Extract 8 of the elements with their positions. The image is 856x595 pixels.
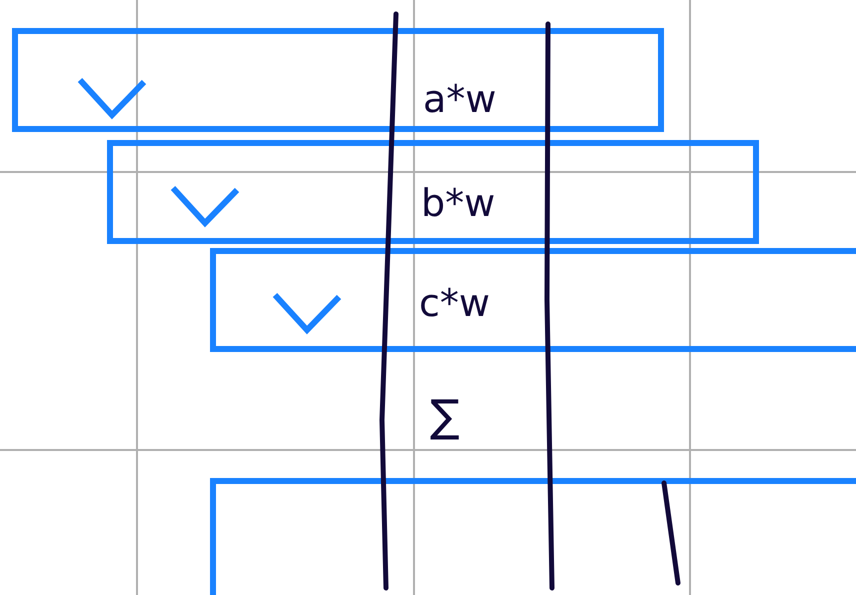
row-box xyxy=(12,28,664,132)
row-box xyxy=(107,140,759,244)
row-box xyxy=(210,248,856,352)
formula-text: b*w xyxy=(421,184,496,222)
sum-symbol: ∑ xyxy=(430,395,460,439)
empty-row-box xyxy=(210,478,856,595)
formula-text: a*w xyxy=(423,80,496,118)
formula-text: c*w xyxy=(419,284,490,322)
